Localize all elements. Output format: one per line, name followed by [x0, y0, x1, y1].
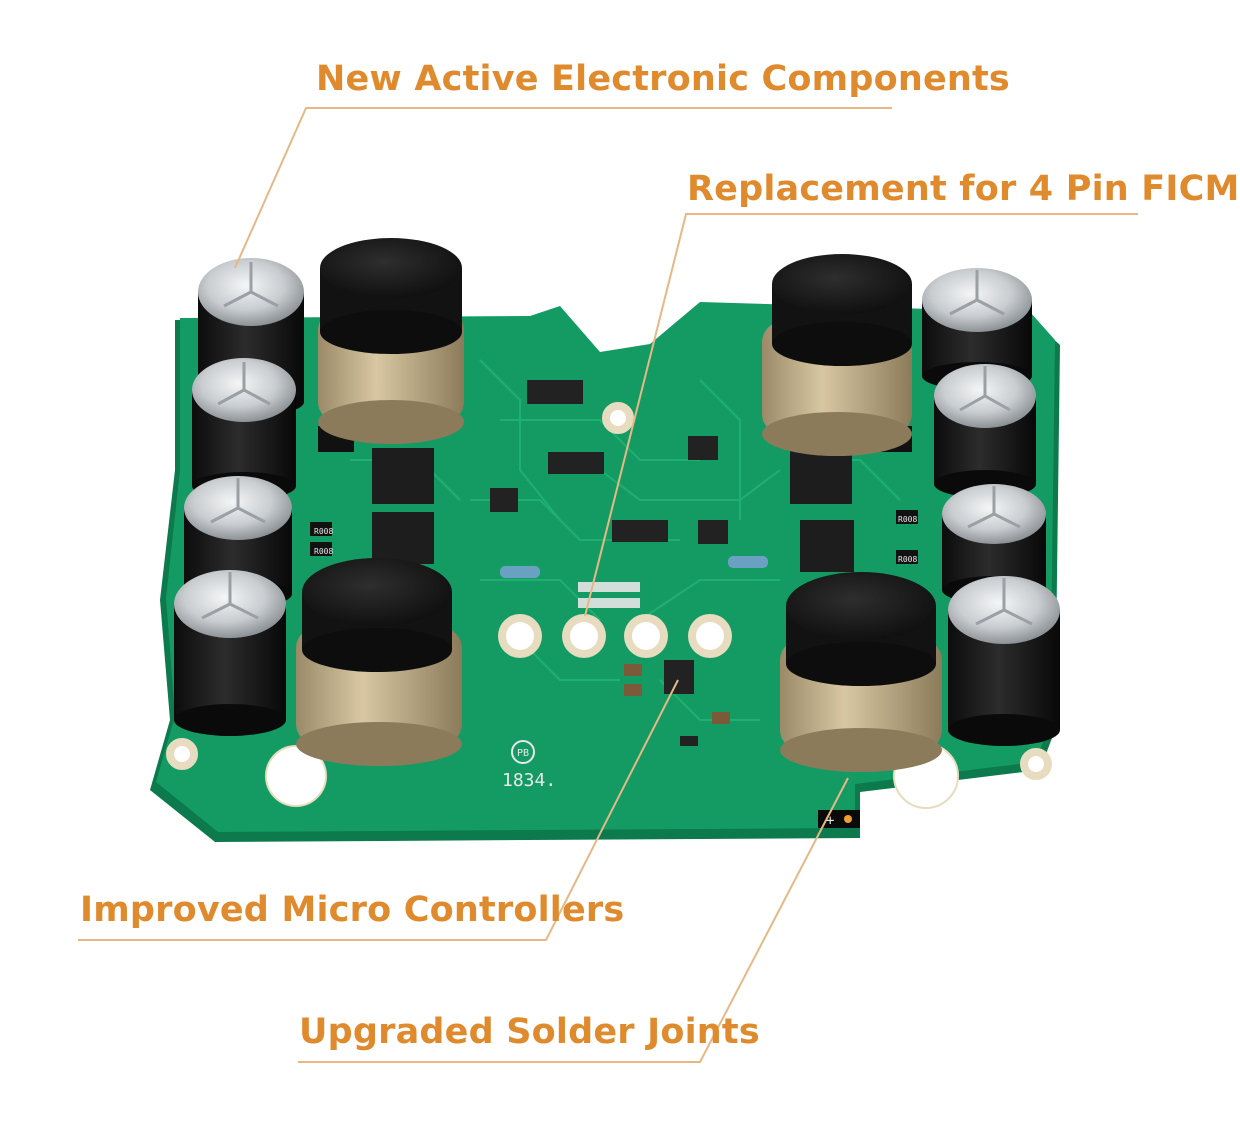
pin-hole — [570, 622, 598, 650]
polarity-marks: + — [826, 813, 834, 829]
date-code: 1834. — [502, 770, 556, 791]
capacitor-smd — [624, 684, 642, 696]
resistor-pack — [310, 522, 332, 536]
leader-line-solder-joints — [298, 777, 849, 1063]
electrolytic-capacitor — [174, 570, 286, 736]
small-hole — [1020, 748, 1052, 780]
mosfet — [372, 512, 434, 564]
pb-free-logo — [511, 740, 535, 764]
capacitor-smd — [712, 712, 730, 724]
pin-hole — [506, 622, 534, 650]
mosfet — [372, 448, 434, 504]
mounting-holes — [166, 402, 1052, 809]
leader-lines — [78, 107, 1138, 1063]
callout-micro-controllers: Improved Micro Controllers — [80, 890, 625, 930]
callout-solder-joints: Upgraded Solder Joints — [299, 1012, 760, 1052]
resistor — [728, 556, 768, 568]
pb-free-logo-text: PB — [517, 748, 529, 759]
mosfet — [790, 448, 852, 504]
leader-line-micro-controllers — [78, 679, 679, 941]
electrolytic-capacitor — [934, 364, 1036, 498]
pin-hole — [696, 622, 724, 650]
resistor-pack — [310, 542, 332, 556]
resistor-code: R008 — [314, 527, 333, 536]
resistor — [500, 566, 540, 578]
product-image: PB 1834. R008 R008 R008 R008 + New Activ… — [78, 59, 1239, 1063]
resistor-code: R008 — [898, 555, 917, 564]
callout-new-components: New Active Electronic Components — [316, 59, 1010, 99]
resistor-pack — [896, 510, 918, 524]
silkscreen-markings: PB 1834. R008 R008 R008 R008 + — [314, 515, 917, 829]
resistor-pack — [896, 550, 918, 564]
electrolytic-capacitor — [948, 576, 1060, 746]
small-hole — [166, 738, 198, 770]
ic-chip — [527, 380, 583, 404]
inductor — [762, 254, 912, 456]
pad-row — [578, 582, 640, 592]
connector-pins — [498, 614, 732, 658]
pcb-illustration: PB 1834. R008 R008 R008 R008 + — [78, 107, 1138, 1063]
ic-chip — [688, 436, 718, 460]
leader-line-replacement — [584, 213, 1138, 617]
ic-chip — [548, 452, 604, 474]
led-dot — [844, 815, 852, 823]
mosfet — [800, 520, 854, 572]
capacitor-smd — [624, 664, 642, 676]
callout-replacement: Replacement for 4 Pin FICM — [687, 169, 1240, 209]
regulator-chip — [664, 660, 694, 694]
leader-line-new-components — [234, 107, 892, 269]
inductor — [780, 572, 942, 772]
inductor — [296, 558, 462, 766]
mounting-hole — [265, 745, 327, 807]
ic-chip — [490, 488, 518, 512]
ic-chip — [698, 520, 728, 544]
resistor-code: R008 — [314, 547, 333, 556]
small-hole — [602, 402, 634, 434]
inductor — [318, 238, 464, 444]
ic-chip — [612, 520, 668, 542]
pin-hole — [632, 622, 660, 650]
resistor-code: R008 — [898, 515, 917, 524]
pad-row — [578, 598, 640, 608]
diode — [680, 736, 698, 746]
